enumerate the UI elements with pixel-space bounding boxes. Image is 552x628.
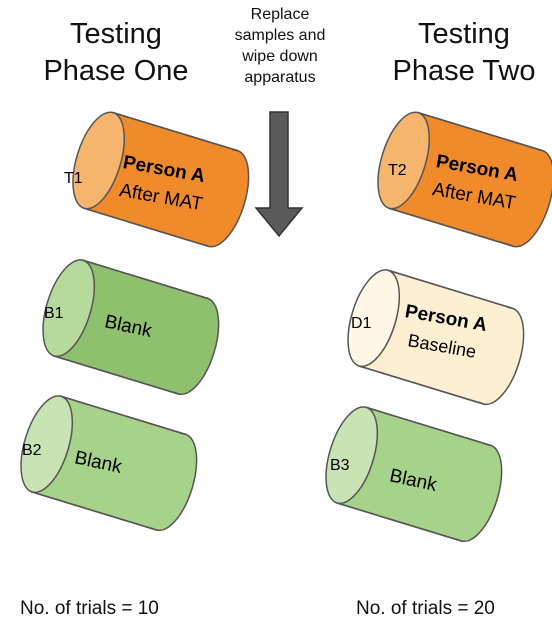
cylinder-d1: [347, 269, 525, 406]
phase-two-trials: No. of trials = 20: [356, 598, 495, 619]
cylinder-b3: [325, 406, 503, 543]
cylinder-t2-id: T2: [388, 162, 407, 179]
cylinder-b2: [20, 395, 198, 532]
cylinder-d1-id: D1: [351, 315, 372, 332]
phase-one-trials: No. of trials = 10: [20, 598, 159, 619]
center-note: Replace samples and wipe down apparatus: [205, 4, 355, 88]
cylinder-t2: [377, 111, 552, 248]
center-note-line: apparatus: [244, 69, 316, 86]
phase-one-title: Testing Phase One: [16, 16, 216, 90]
center-note-line: Replace: [250, 6, 310, 23]
phase-one-title-line1: Testing: [70, 18, 162, 50]
phase-two-title-line2: Phase Two: [392, 55, 536, 87]
cylinder-b3-id: B3: [330, 457, 350, 474]
cylinder-b2-id: B2: [22, 442, 42, 459]
cylinder-t1: [72, 111, 250, 248]
down-arrow-icon: [254, 111, 304, 238]
phase-one-title-line2: Phase One: [43, 55, 189, 87]
center-note-line: samples and: [234, 27, 326, 44]
cylinder-b1: [42, 259, 220, 396]
cylinder-b1-id: B1: [44, 305, 64, 322]
phase-two-title: Testing Phase Two: [364, 16, 552, 90]
cylinder-t1-id: T1: [64, 170, 83, 187]
center-note-line: wipe down: [242, 48, 318, 65]
phase-two-title-line1: Testing: [418, 18, 510, 50]
